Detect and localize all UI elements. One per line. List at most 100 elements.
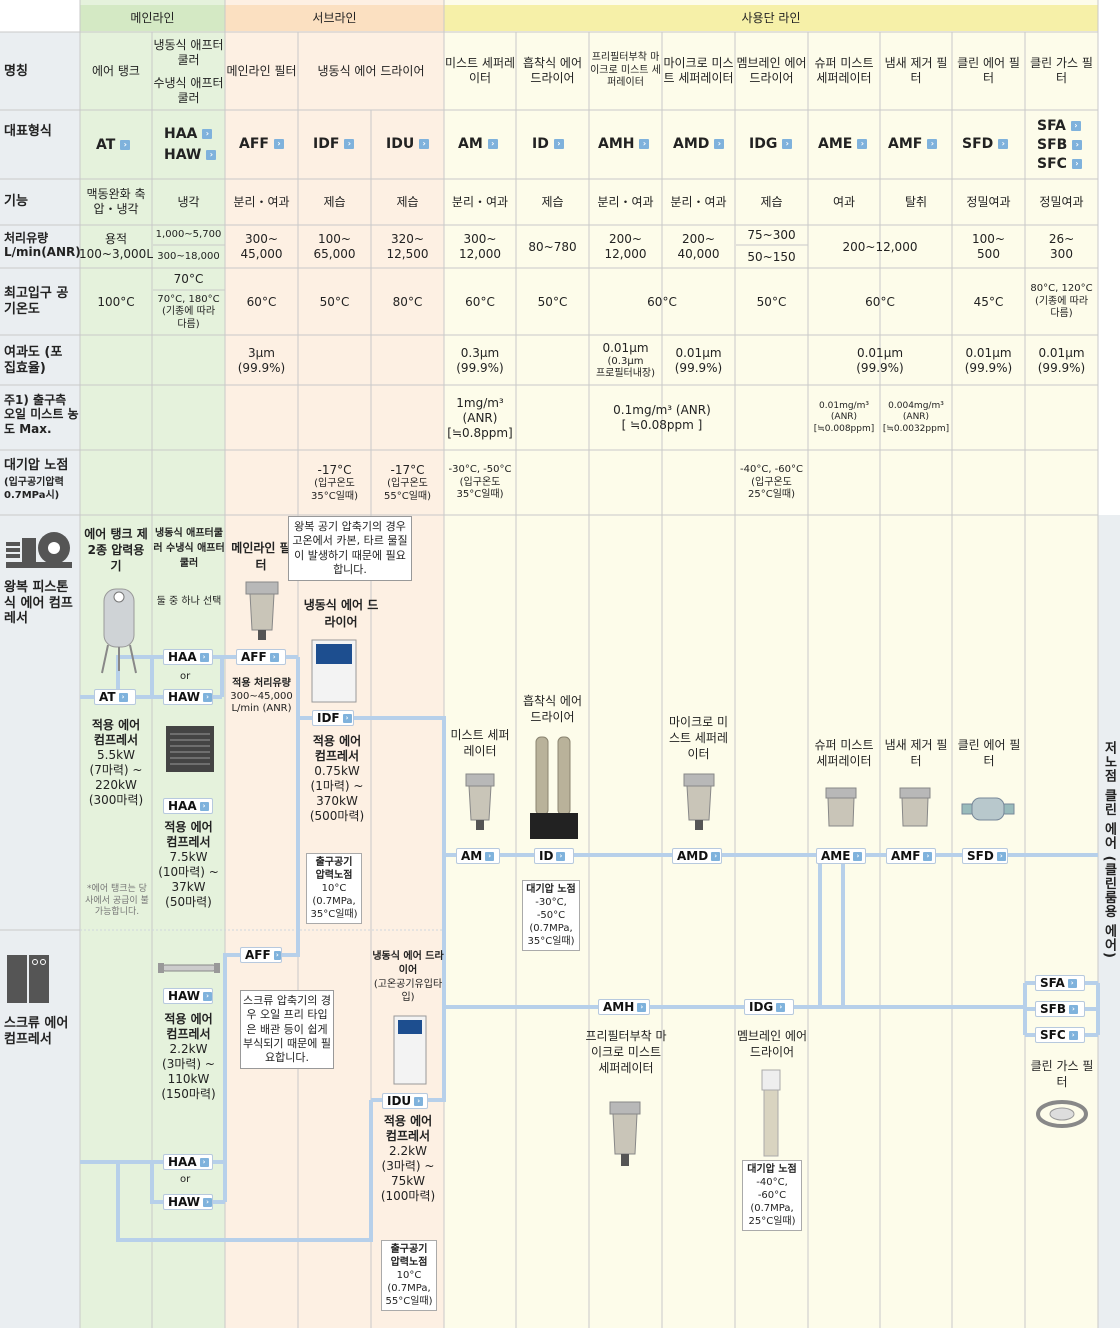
am-image [465,773,495,830]
mainline-filter-image [245,581,279,640]
flow-chip-aff-top[interactable]: AFF› [236,649,286,665]
flow-chip-id[interactable]: ID› [534,848,574,864]
temp-sfd: 45°C [973,294,1004,309]
output-label: 저노점 클린 에어 (클린룸용 에어) [1101,741,1117,959]
row-label-filtration: 여과도 (포집효율) [4,345,63,376]
flow-chip-sfc[interactable]: SFC› [1035,1027,1085,1043]
flow-chip-haa-bottom[interactable]: HAA› [163,1154,213,1170]
row-label-model: 대표형식 [4,124,52,139]
flow-chip-amd[interactable]: AMD› [672,848,722,864]
mainline-filter-title: 메인라인 필터 [231,541,291,572]
name-am: 미스트 세퍼레이터 [444,56,516,85]
amf-image [899,787,931,827]
row-label-dew-note: (입구공기압력 0.7MPa시) [4,477,64,501]
model-id[interactable]: ID› [532,136,564,152]
name-haw: 수냉식 애프터쿨러 [153,76,224,105]
temp-at: 100°C [97,294,135,309]
model-sfb[interactable]: SFB› [1037,137,1083,153]
filt-amd: 0.01μm(99.9%) [674,345,723,375]
flow-chip-ame[interactable]: AME› [816,848,866,864]
ame-title: 슈퍼 미스트 세퍼레이터 [814,738,874,769]
model-haw[interactable]: HAW› [164,147,217,163]
flow-idg-1: 75~300 [747,228,796,242]
flow-sfd: 100~500 [972,232,1005,261]
model-aff[interactable]: AFF› [239,136,284,152]
model-sfd[interactable]: SFD› [962,136,1009,152]
output-label-wrap: 저노점 클린 에어 (클린룸용 에어) [1098,725,1120,975]
ame-image [825,787,857,827]
id-image [530,736,578,839]
flow-chip-haw-top[interactable]: HAW› [163,689,213,705]
temp-amh-amd: 60°C [647,294,677,309]
flow-chip-idu[interactable]: IDU› [382,1093,428,1109]
cooler-title: 냉동식 애프터쿨러 수냉식 애프터쿨러 [153,528,225,569]
screw-compressor-label: 스크류 에어 컴프레서 [4,1016,69,1047]
model-am[interactable]: AM› [458,136,498,152]
flow-chip-at[interactable]: AT› [94,689,136,705]
flow-chip-haw-mid[interactable]: HAW› [163,988,213,1004]
name-amf: 냄새 제거 필터 [884,56,948,85]
flow-haw: 300~18,000 [157,250,220,262]
recip-compressor-label: 왕복 피스톤식 에어 컴프레서 [4,580,73,627]
model-sfa[interactable]: SFA› [1037,118,1081,134]
flow-chip-haa-top[interactable]: HAA› [163,649,213,665]
func-aff: 분리・여과 [233,194,290,209]
name-idf: 냉동식 에어 드라이어 [317,63,425,78]
cooler-select-note: 둘 중 하나 선택 [156,596,222,607]
name-sfd: 클린 에어 필터 [957,56,1020,85]
flow-am: 300~12,000 [459,232,501,261]
func-amd: 분리・여과 [670,194,727,209]
amf-title: 냄새 제거 필터 [884,738,948,769]
sf-title: 클린 가스 필터 [1030,1059,1094,1090]
flow-chip-idg[interactable]: IDG› [744,999,794,1015]
amh-image [609,1101,641,1166]
tank-title: 에어 탱크 제2종 압력용기 [84,527,148,574]
model-idf[interactable]: IDF› [313,136,355,152]
flow-chip-haa-mid[interactable]: HAA› [163,798,213,814]
model-amh[interactable]: AMH› [598,136,650,152]
flow-chip-idf[interactable]: IDF› [312,710,354,726]
idu-image [393,1015,427,1085]
flow-chip-sfd[interactable]: SFD› [962,848,1008,864]
flow-chip-amf[interactable]: AMF› [886,848,936,864]
row-label-flow: 처리유량 L/min(ANR) [4,231,81,260]
flow-chip-amh[interactable]: AMH› [598,999,650,1015]
flow-chip-am[interactable]: AM› [456,848,500,864]
temp-id: 50°C [537,294,568,309]
sfd-image [961,797,1015,821]
model-at[interactable]: AT› [96,137,131,153]
model-idu[interactable]: IDU› [386,136,430,152]
model-sfc[interactable]: SFC› [1037,156,1082,172]
oil-amh-amd: 0.1mg/m³ (ANR)[ ≒0.08ppm ] [613,403,711,432]
water-cooler-image [158,963,220,973]
idf-image [311,639,357,703]
flow-aff: 300~45,000 [240,232,283,261]
model-haa[interactable]: HAA› [164,126,213,142]
model-idg[interactable]: IDG› [749,136,793,152]
flow-chip-aff-bottom[interactable]: AFF› [240,947,282,963]
temp-idu: 80°C [392,294,423,309]
section-sub: 서브라인 [225,5,444,31]
aftercooler-image [166,726,214,772]
func-idu: 제습 [396,194,419,209]
section-use: 사용단 라인 [444,5,1098,31]
model-amf[interactable]: AMF› [888,136,938,152]
flow-chip-sfa[interactable]: SFA› [1035,975,1085,991]
flow-chip-haw-bottom[interactable]: HAW› [163,1194,213,1210]
flow-chip-sfb[interactable]: SFB› [1035,1001,1085,1017]
idf-title: 냉동식 에어 드라이어 [303,598,379,629]
filt-aff: 3μm(99.9%) [237,345,286,375]
filt-am: 0.3μm(99.9%) [456,345,504,375]
am-title: 미스트 세퍼레이터 [450,728,510,759]
flow-idu: 320~12,500 [386,232,429,261]
recip-callout: 왕복 공기 압축기의 경우 고온에서 카본, 타르 물질이 발생하기 때문에 필… [288,516,412,582]
recip-compressor-icon [6,532,72,568]
model-amd[interactable]: AMD› [673,136,725,152]
model-ame[interactable]: AME› [818,136,868,152]
